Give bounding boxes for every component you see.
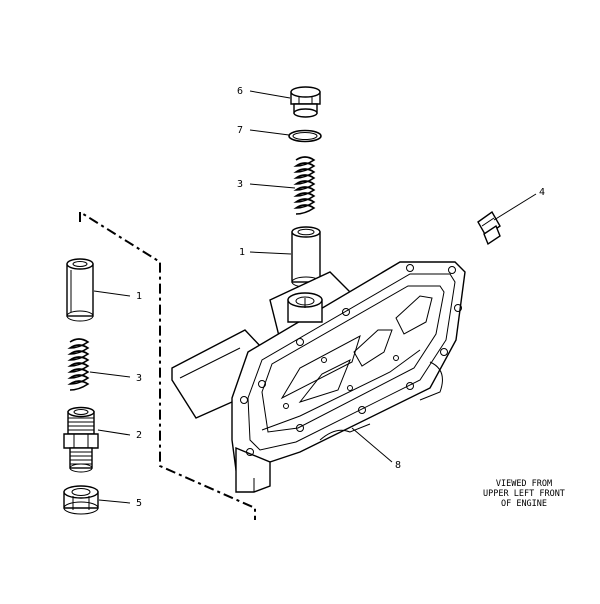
callout-labels: 6 7 3 1 4 1 3 2 5 8	[136, 86, 545, 509]
plug-part-6	[290, 86, 321, 118]
callout-6: 6	[237, 86, 243, 97]
callout-5: 5	[136, 498, 142, 509]
valve-part-2	[63, 406, 99, 473]
nut-part-5	[63, 485, 99, 515]
callout-3-lower: 3	[136, 373, 142, 384]
callout-3-upper: 3	[237, 179, 243, 190]
sleeve-part-1-lower	[66, 258, 94, 322]
callout-2: 2	[136, 430, 142, 441]
leader-lines	[89, 90, 537, 504]
o-ring-part-7	[288, 129, 322, 143]
view-note-line-3: OF ENGINE	[501, 499, 547, 509]
view-note: VIEWED FROM UPPER LEFT FRONT OF ENGINE	[483, 479, 565, 509]
callout-1-lower: 1	[136, 291, 142, 302]
assembly-bracket-dashed	[79, 210, 256, 520]
spring-part-3-upper	[293, 156, 316, 215]
callout-8: 8	[395, 460, 401, 471]
housing-part-8	[171, 261, 466, 493]
callout-1-upper: 1	[239, 247, 245, 258]
spring-part-3-lower	[67, 338, 90, 391]
fitting-part-4	[477, 210, 501, 246]
callout-4: 4	[539, 187, 545, 198]
view-note-line-2: UPPER LEFT FRONT	[483, 489, 565, 499]
view-note-line-1: VIEWED FROM	[496, 479, 552, 489]
callout-7: 7	[237, 125, 243, 136]
